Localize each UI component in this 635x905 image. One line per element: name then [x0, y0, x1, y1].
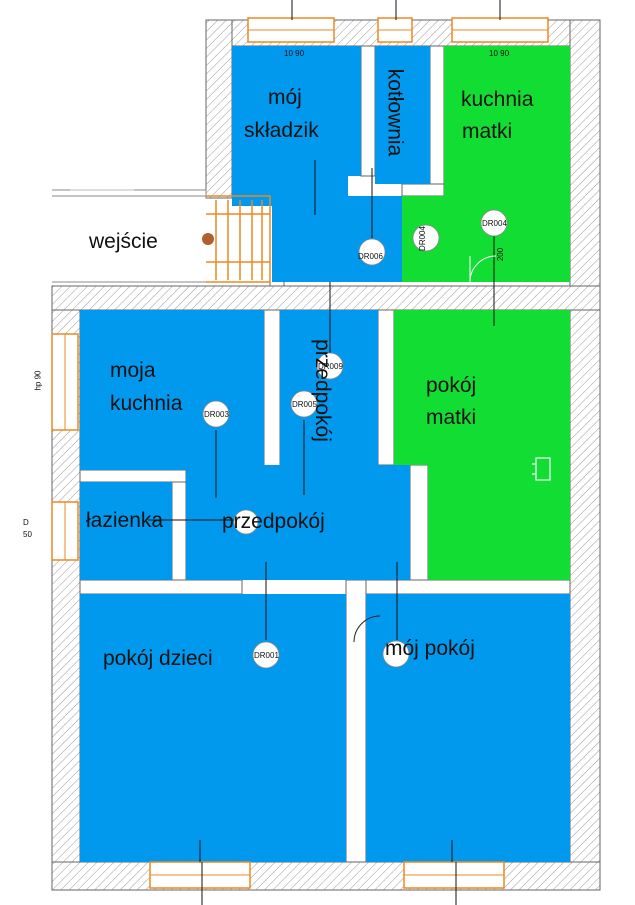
door-markers	[202, 209, 508, 669]
room-fill-przedpokoj-vertical	[280, 310, 378, 465]
room-label-moja-kuchnia-line2: kuchnia	[110, 392, 183, 415]
wall-kuchnia-lower	[401, 183, 445, 197]
section-lines	[148, 0, 501, 905]
door-marker-dr009	[316, 352, 344, 380]
room-fill-lazienka	[80, 482, 172, 580]
door-marker-myroom	[382, 640, 410, 668]
door-tag-dr004a: DR004	[417, 226, 427, 251]
room-label-pokoj-dzieci: pokój dzieci	[103, 647, 213, 670]
wall-corridor-right	[377, 309, 395, 466]
window-inner-lines	[64, 29, 548, 876]
dim-left-50: 50	[23, 530, 32, 539]
room-fill-moja-kuchnia	[80, 310, 264, 470]
door-tag-dr003: DR003	[204, 410, 229, 419]
dim-200: 200	[496, 247, 506, 262]
door-marker-dr004b	[480, 209, 508, 237]
room-fill-skladzik	[232, 46, 402, 282]
stairs	[206, 195, 271, 283]
room-label-przedpokoj-vertical: przedpokój	[310, 339, 334, 442]
room-label-przedpokoj: przedpokój	[222, 510, 325, 533]
inner-walls	[79, 45, 571, 863]
wall-bath-right	[171, 481, 187, 581]
room-label-kotlownia: kotłownia	[383, 68, 407, 157]
wall-bottom	[51, 861, 601, 891]
door-marker-dr006	[358, 238, 386, 266]
room-fill-kotlownia	[375, 46, 430, 184]
wall-mid-horizontal	[51, 285, 601, 311]
room-fill-pokoj-dzieci	[80, 594, 346, 862]
room-label-moj-pokoj: mój pokój	[385, 637, 475, 660]
door-marker-dr004a	[412, 224, 440, 252]
door-marker-dr005	[290, 390, 318, 418]
dim-left-d: D	[23, 518, 29, 527]
wall-children-top	[79, 579, 243, 595]
room-fill-kuchnia-matki	[402, 46, 570, 282]
wall-moja-kuchnia-right	[263, 309, 281, 471]
wall-left-upper	[205, 19, 233, 199]
wall-skladzik-kotlownia	[360, 45, 376, 177]
room-fill-pokoj-matki	[394, 310, 570, 580]
room-label-skladzik-line1: mój	[268, 86, 302, 109]
room-label-kuchnia-matki-line1: kuchnia	[461, 88, 534, 111]
room-fill-przedpokoj-lower	[186, 482, 410, 580]
room-label-lazienka: łazienka	[86, 509, 164, 532]
room-label-pokoj-matki-line2: matki	[426, 406, 477, 429]
wall-kotlownia-kuchnia	[429, 45, 445, 197]
room-label-moja-kuchnia-line1: moja	[110, 359, 156, 382]
door-marker-bath	[233, 509, 259, 535]
door-marker-dr003	[202, 400, 230, 428]
wall-corridor-bottom-right	[409, 464, 429, 581]
door-marker-dr001	[252, 641, 280, 669]
entrance-knob-icon	[202, 233, 214, 245]
wall-right	[569, 19, 601, 891]
room-fill-moj-pokoj	[366, 594, 570, 862]
dim-top-2: 10 90	[489, 49, 510, 58]
room-label-kuchnia-matki-line2: matki	[462, 120, 513, 143]
door-tag-dr009: DR009	[318, 362, 343, 371]
room-label-wejscie: wejście	[89, 230, 158, 253]
room-label-pokoj-matki-line1: pokój	[426, 374, 477, 397]
door-tag-dr005: DR005	[292, 400, 317, 409]
outer-walls	[51, 19, 601, 891]
wall-moja-kuchnia-bottom	[79, 469, 187, 483]
rooms-fill	[80, 46, 570, 862]
appliance-icon	[532, 457, 551, 481]
room-label-skladzik-line2: składzik	[244, 119, 319, 142]
door-tag-dr001: DR001	[254, 651, 279, 660]
door-swings	[353, 255, 497, 643]
door-tag-dr006: DR006	[358, 252, 383, 261]
dim-top-1: 10 90	[284, 49, 305, 58]
door-tag-dr004b: DR004	[482, 219, 507, 228]
window-note-hp90: hp 90	[33, 370, 43, 391]
